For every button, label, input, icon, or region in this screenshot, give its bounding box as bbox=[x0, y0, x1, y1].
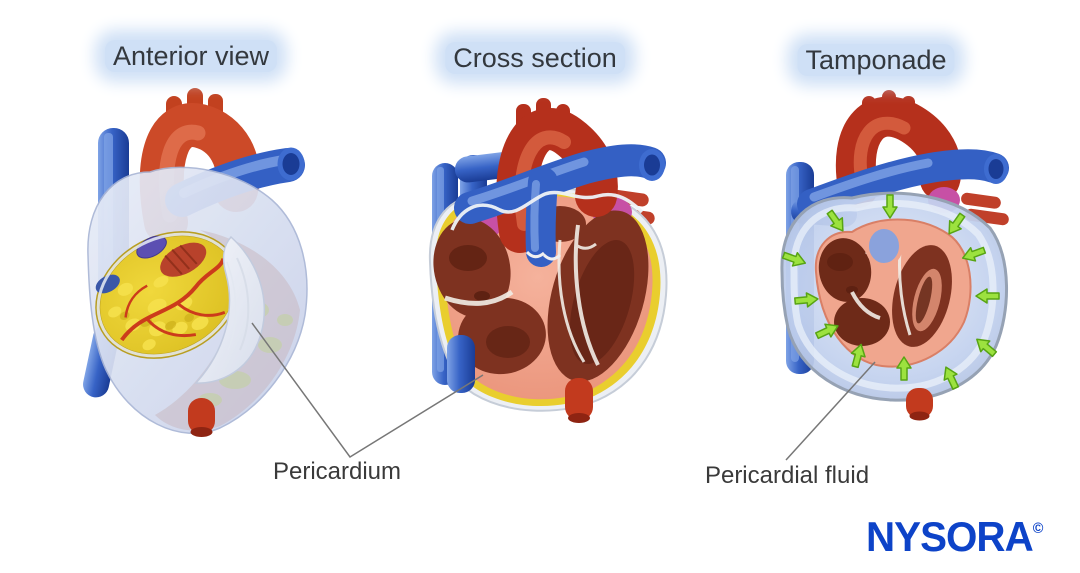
compressed-outflow-fluid-notch bbox=[865, 225, 903, 267]
pericardial-fluid-label: Pericardial fluid bbox=[704, 462, 870, 489]
panel-title-cross-section: Cross section bbox=[445, 42, 625, 74]
descending-aorta bbox=[188, 398, 215, 437]
pulmonary-valve bbox=[525, 250, 562, 261]
tamponade-heart bbox=[780, 90, 1009, 421]
pericardium-window bbox=[95, 231, 241, 359]
pulmonary-trunk bbox=[525, 167, 558, 267]
panel-title-anterior-view: Anterior view bbox=[104, 40, 278, 72]
pulmonary-artery bbox=[797, 149, 1009, 219]
pericardial-reflection-line bbox=[450, 190, 644, 231]
copyright-mark: © bbox=[1032, 520, 1044, 537]
coronary-arteries bbox=[120, 257, 226, 342]
compressed-heart bbox=[814, 218, 972, 368]
descending-aorta bbox=[906, 388, 933, 421]
panel-title-tamponade: Tamponade bbox=[797, 44, 955, 76]
nysora-logo: NYSORA© bbox=[866, 507, 1043, 559]
descending-aorta bbox=[565, 378, 593, 423]
cross-section-heart bbox=[428, 98, 668, 423]
pericardium-flap bbox=[194, 235, 266, 384]
myocardium-patch bbox=[160, 242, 207, 277]
pulmonary-artery bbox=[454, 144, 666, 267]
pericardium-leader-line bbox=[251, 322, 484, 459]
anterior-view-heart bbox=[83, 88, 308, 437]
ivc-vein bbox=[447, 335, 475, 393]
pulmonary-veins-right bbox=[961, 192, 1009, 226]
pericardium-label: Pericardium bbox=[272, 458, 402, 485]
nysora-logo-text: NYSORA bbox=[866, 513, 1034, 560]
pericardial-fluid-leader-line bbox=[785, 361, 876, 461]
